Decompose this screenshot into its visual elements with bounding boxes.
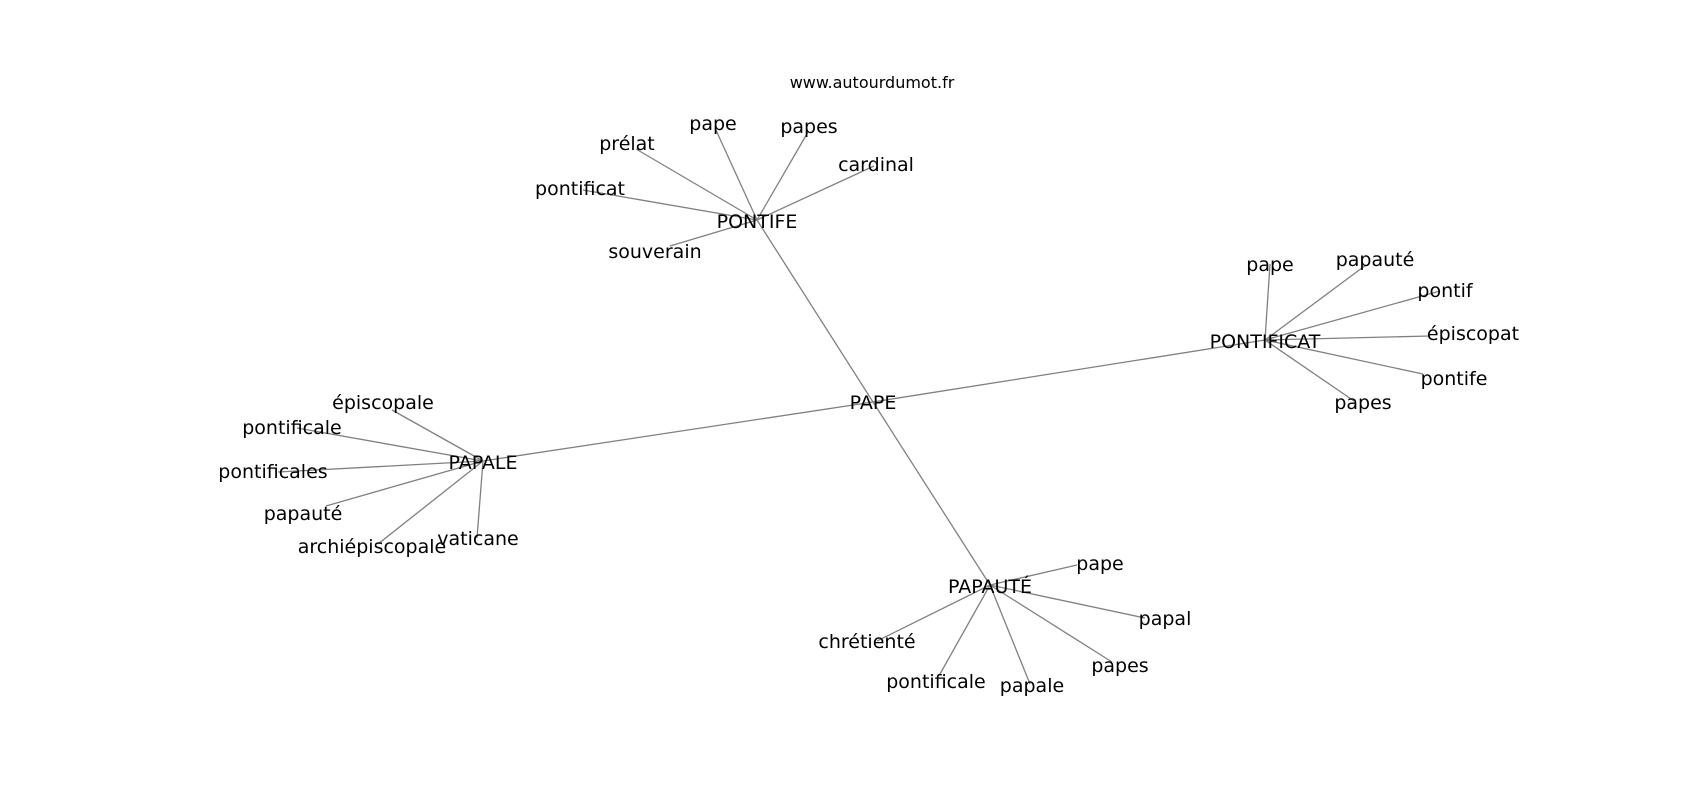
related-word: pontificale (886, 671, 985, 693)
edge-center-to-hub (482, 401, 874, 462)
related-word: cardinal (838, 154, 914, 176)
related-word: pape (689, 113, 736, 135)
edge-hub-to-word (1264, 263, 1271, 341)
edge-hub-to-word (1264, 290, 1441, 341)
related-word: pontificat (535, 178, 625, 200)
related-word: épiscopale (332, 392, 434, 414)
edge-hub-to-word (635, 148, 758, 221)
graph-edges (277, 127, 1441, 685)
edge-hub-to-word (669, 219, 758, 247)
hub-word: PONTIFE (717, 211, 798, 233)
related-word: pape (1076, 553, 1123, 575)
edge-center-to-hub (756, 219, 874, 403)
related-word: souverain (608, 241, 701, 263)
edge-hub-to-word (989, 564, 1078, 586)
edge-hub-to-word (391, 409, 484, 462)
edge-hub-to-word (989, 584, 1113, 663)
edge-hub-to-word (756, 165, 875, 221)
related-word: pape (1246, 254, 1293, 276)
edge-hub-to-word (714, 127, 758, 221)
edge-hub-to-word (1264, 264, 1367, 341)
edge-hub-to-word (876, 584, 991, 642)
edge-hub-to-word (1264, 339, 1355, 402)
related-word: pontif (1417, 280, 1473, 302)
related-word: papale (1000, 675, 1064, 697)
related-word: archiépiscopale (298, 536, 446, 558)
edge-hub-to-word (476, 460, 484, 539)
related-word: vaticane (437, 528, 518, 550)
related-word: chrétienté (818, 631, 915, 653)
edge-hub-to-word (582, 189, 758, 221)
related-word: papes (780, 116, 837, 138)
center-word: PAPE (850, 392, 897, 414)
edge-center-to-hub (872, 401, 991, 586)
edge-hub-to-word (939, 584, 991, 675)
related-word: pontificale (242, 417, 341, 439)
related-word: pontificales (218, 461, 327, 483)
edge-hub-to-word (296, 427, 484, 462)
edge-hub-to-word (377, 460, 484, 545)
site-url: www.autourdumot.fr (790, 73, 955, 92)
edge-hub-to-word (277, 460, 484, 473)
edge-hub-to-word (989, 584, 1031, 685)
edge-hub-to-word (989, 584, 1146, 619)
related-word: papal (1139, 608, 1192, 630)
edge-center-to-hub (872, 339, 1266, 403)
edge-hub-to-word (1264, 339, 1424, 375)
hub-word: PAPAUTÉ (948, 575, 1032, 598)
related-word: papauté (264, 503, 343, 525)
related-word: pontife (1421, 368, 1488, 390)
edge-hub-to-word (756, 131, 809, 221)
related-word: prélat (599, 133, 655, 155)
edge-hub-to-word (1264, 335, 1431, 341)
related-word: papes (1091, 655, 1148, 677)
hub-word: PAPALE (448, 452, 517, 474)
related-word: épiscopat (1427, 323, 1519, 345)
related-word: papes (1334, 392, 1391, 414)
related-word: papauté (1336, 249, 1415, 271)
hub-word: PONTIFICAT (1210, 331, 1321, 353)
edge-hub-to-word (325, 460, 484, 507)
